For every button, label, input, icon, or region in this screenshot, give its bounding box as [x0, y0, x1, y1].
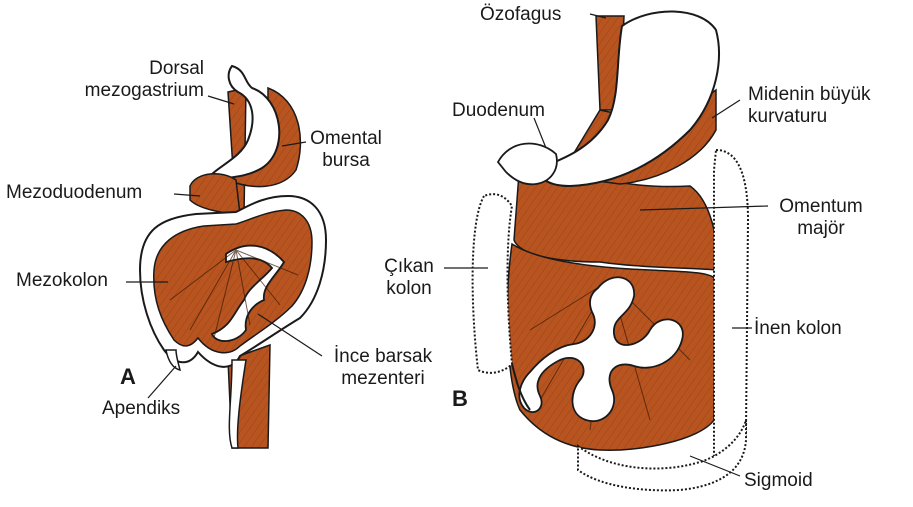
- label-mesoduodenum-line1: Mezoduodenum: [6, 182, 142, 204]
- label-omental-bursa: Omental bursa: [306, 128, 386, 172]
- label-greater-omentum-line2: majör: [766, 218, 876, 240]
- label-omental-bursa-line2: bursa: [306, 150, 386, 172]
- stomach-b: [540, 11, 719, 186]
- label-omental-bursa-line1: Omental: [306, 128, 386, 150]
- duodenum-b: [498, 144, 557, 185]
- label-mesocolon: Mezokolon: [16, 270, 108, 292]
- panel-letter-a: A: [120, 364, 136, 390]
- label-ascending-colon-line2: kolon: [374, 278, 444, 300]
- label-greater-omentum: Omentum majör: [766, 196, 876, 240]
- mesoduodenum-loop: [190, 174, 240, 214]
- label-sigmoid: Sigmoid: [744, 470, 813, 492]
- label-dorsal-mesogastrium-line1: Dorsal: [54, 58, 204, 80]
- label-mesoduodenum: Mezoduodenum: [6, 182, 142, 204]
- label-greater-omentum-line1: Omentum: [766, 196, 876, 218]
- label-greater-curvature-line2: kurvaturu: [748, 106, 871, 128]
- label-appendix: Apendiks: [102, 398, 180, 420]
- label-descending-colon-line1: İnen kolon: [754, 318, 842, 340]
- panel-a-drawing: [140, 66, 326, 448]
- label-appendix-line1: Apendiks: [102, 398, 180, 420]
- label-greater-curvature-line1: Midenin büyük: [748, 84, 871, 106]
- label-ascending-colon: Çıkan kolon: [374, 256, 444, 300]
- label-mesocolon-line1: Mezokolon: [16, 270, 108, 292]
- label-small-intestine-mesentery-line2: mezenteri: [318, 368, 448, 390]
- label-ascending-colon-line1: Çıkan: [374, 256, 444, 278]
- label-descending-colon: İnen kolon: [754, 318, 842, 340]
- label-esophagus: Özofagus: [480, 4, 561, 26]
- ascending-colon: [473, 194, 512, 373]
- label-dorsal-mesogastrium-line2: mezogastrium: [54, 80, 204, 102]
- label-duodenum-line1: Duodenum: [452, 100, 545, 122]
- label-sigmoid-line1: Sigmoid: [744, 470, 813, 492]
- label-small-intestine-mesentery-line1: İnce barsak: [318, 346, 448, 368]
- label-esophagus-line1: Özofagus: [480, 4, 561, 26]
- label-greater-curvature: Midenin büyük kurvaturu: [748, 84, 871, 128]
- label-dorsal-mesogastrium: Dorsal mezogastrium: [54, 58, 204, 102]
- label-duodenum: Duodenum: [452, 100, 545, 122]
- descending-colon: [714, 150, 748, 460]
- panel-letter-b: B: [452, 386, 468, 412]
- panel-b-drawing: [473, 11, 748, 490]
- label-small-intestine-mesentery: İnce barsak mezenteri: [318, 346, 448, 390]
